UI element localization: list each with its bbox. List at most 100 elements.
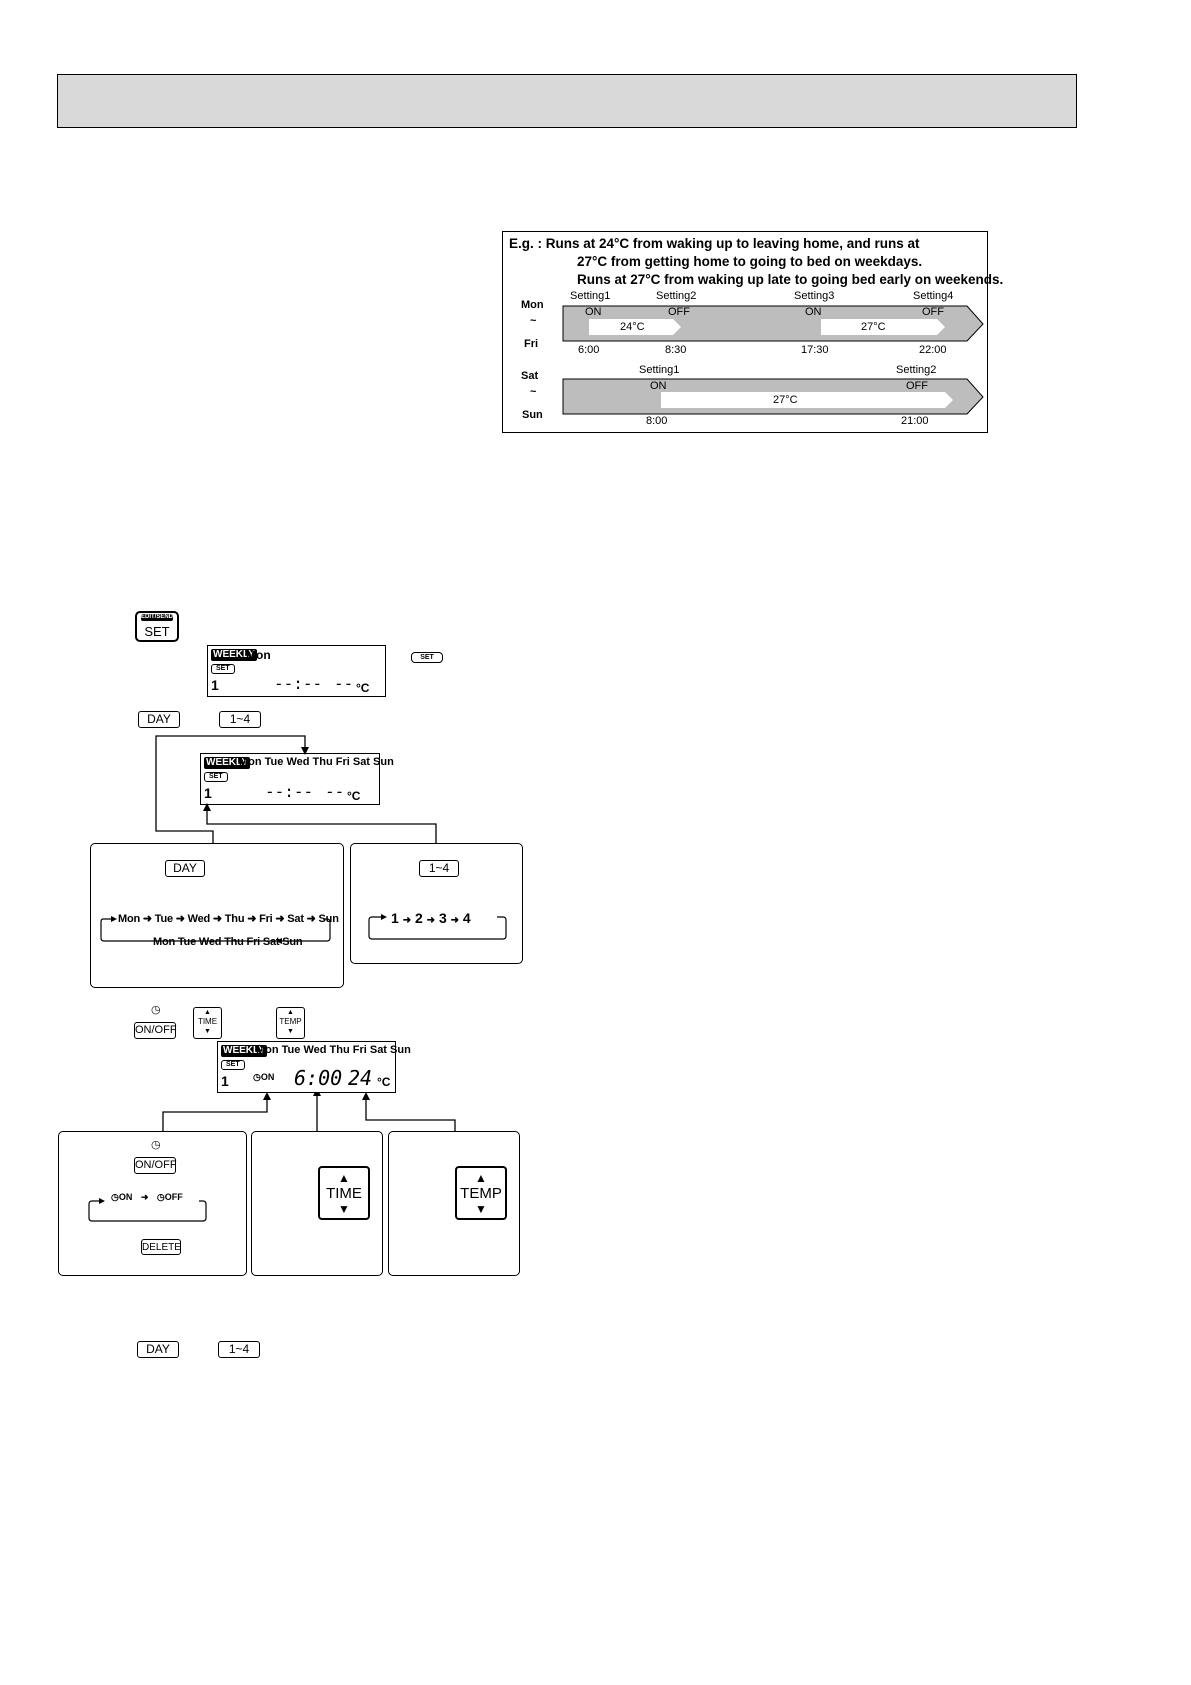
edit-send-label: EDIT/SEND xyxy=(141,614,174,621)
onoff-sequence: ◷ON ➜ ◷OFF xyxy=(111,1192,183,1202)
range-button-panel[interactable]: 1~4 xyxy=(419,860,459,877)
time-panel: ▲ TIME ▼ xyxy=(251,1131,383,1276)
weekday-temp-2: 27°C xyxy=(861,321,886,333)
temp-label: TEMP xyxy=(279,1017,302,1026)
weekday-state-2: OFF xyxy=(668,306,690,318)
day-selection-panel: DAY Mon ➜ Tue ➜ Wed ➜ Thu ➜ Fri ➜ Sat ➜ … xyxy=(90,843,344,988)
lcd-temp: 24 xyxy=(348,1066,373,1090)
onoff-button[interactable]: ON/OFF xyxy=(134,1022,177,1039)
lcd-unit: °C xyxy=(356,681,370,695)
lcd-unit: °C xyxy=(347,789,361,803)
number-selection-panel: 1~4 1 ➜ 2 ➜ 3 ➜ 4 xyxy=(350,843,523,964)
day-button[interactable]: DAY xyxy=(138,711,180,728)
onoff-cycle-loop xyxy=(88,1198,207,1222)
weekend-from: Sat xyxy=(521,370,539,382)
day-sequence: Mon ➜ Tue ➜ Wed ➜ Thu ➜ Fri ➜ Sat ➜ Sun xyxy=(118,913,339,925)
lcd-temp: -- xyxy=(325,782,345,801)
lcd-setting-number: 1 xyxy=(211,677,219,693)
down-arrow-icon: ▼ xyxy=(287,1028,294,1035)
lcd-days: Mon Tue Wed Thu Fri Sat Sun xyxy=(239,756,394,768)
day-cycle-loop xyxy=(100,916,331,944)
down-arrow-icon: ▼ xyxy=(204,1028,211,1035)
weekend-temp: 27°C xyxy=(773,394,798,406)
section-header-bar xyxy=(57,74,1077,128)
weekend-time-1: 8:00 xyxy=(646,415,668,427)
lcd-day: Mon xyxy=(246,648,271,662)
day-button-2[interactable]: DAY xyxy=(137,1341,179,1358)
timer-off: OFF xyxy=(164,1192,183,1202)
lcd-time: 6:00 xyxy=(294,1066,343,1090)
weekday-tilde: ~ xyxy=(530,315,537,327)
set-button[interactable]: EDIT/SEND SET xyxy=(135,611,179,642)
lcd-display-1: WEEKLY Mon SET 1 --:-- -- °C xyxy=(207,645,386,697)
timer-icon: ◷ xyxy=(151,1004,161,1016)
seq-tue: Tue xyxy=(154,913,173,925)
weekday-setting-4: Setting4 xyxy=(913,290,954,302)
weekday-from: Mon xyxy=(521,299,544,311)
weekday-setting-1: Setting1 xyxy=(570,290,611,302)
weekend-tilde: ~ xyxy=(530,386,537,398)
lcd-timer-on: ◷ON xyxy=(253,1072,275,1082)
set-label: SET xyxy=(144,624,170,639)
lcd-setting-number: 1 xyxy=(221,1073,229,1089)
seq-4: 4 xyxy=(462,910,471,926)
delete-button[interactable]: DELETE xyxy=(141,1239,181,1255)
weekday-time-1: 6:00 xyxy=(578,344,600,356)
seq-2: 2 xyxy=(414,910,423,926)
lcd-unit: °C xyxy=(377,1075,391,1089)
seq-3: 3 xyxy=(438,910,447,926)
weekend-setting-1: Setting1 xyxy=(639,364,680,376)
up-arrow-icon: ▲ xyxy=(204,1009,211,1016)
lcd-display-3: WEEKLY Mon Tue Wed Thu Fri Sat Sun SET 1… xyxy=(217,1041,411,1093)
weekday-time-2: 8:30 xyxy=(665,344,687,356)
set-button-small[interactable]: SET xyxy=(411,652,443,663)
weekend-to: Sun xyxy=(522,409,543,421)
example-line-3: Runs at 27°C from waking up late to goin… xyxy=(577,272,1004,287)
temp-button-large[interactable]: ▲ TEMP ▼ xyxy=(455,1166,507,1220)
lcd-setting-number: 1 xyxy=(204,785,212,801)
weekday-setting-3: Setting3 xyxy=(794,290,835,302)
example-line-2: 27°C from getting home to going to bed o… xyxy=(577,254,923,269)
lcd-time: --:-- xyxy=(274,674,323,693)
temp-panel: ▲ TEMP ▼ xyxy=(388,1131,520,1276)
weekday-state-3: ON xyxy=(805,306,822,318)
time-label: TIME xyxy=(197,1017,218,1026)
all-days: Mon Tue Wed Thu Fri Sat Sun xyxy=(153,936,303,948)
weekend-state-2: OFF xyxy=(906,380,928,392)
range-button-2[interactable]: 1~4 xyxy=(218,1341,260,1358)
temp-label: TEMP xyxy=(460,1185,502,1202)
time-button-large[interactable]: ▲ TIME ▼ xyxy=(318,1166,370,1220)
number-cycle-loop xyxy=(368,914,507,940)
weekend-timeline xyxy=(562,378,984,415)
weekday-temp-1: 24°C xyxy=(620,321,645,333)
range-button[interactable]: 1~4 xyxy=(219,711,261,728)
weekend-time-2: 21:00 xyxy=(901,415,929,427)
seq-wed: Wed xyxy=(187,913,211,925)
weekly-indicator: WEEKLY xyxy=(211,649,257,661)
weekend-setting-2: Setting2 xyxy=(896,364,937,376)
weekday-time-4: 22:00 xyxy=(919,344,947,356)
number-sequence: 1 ➜ 2 ➜ 3 ➜ 4 xyxy=(391,910,471,926)
weekday-time-3: 17:30 xyxy=(801,344,829,356)
seq-fri: Fri xyxy=(259,913,273,925)
weekend-state-1: ON xyxy=(650,380,667,392)
time-button-small[interactable]: ▲ TIME ▼ xyxy=(193,1007,222,1039)
weekly-indicator: WEEKLY xyxy=(204,757,250,769)
down-arrow-icon: ▼ xyxy=(338,1202,350,1216)
weekday-setting-2: Setting2 xyxy=(656,290,697,302)
seq-thu: Thu xyxy=(224,913,245,925)
onoff-button-panel[interactable]: ON/OFF xyxy=(134,1157,177,1174)
up-arrow-icon: ▲ xyxy=(287,1009,294,1016)
down-arrow-icon: ▼ xyxy=(475,1202,487,1216)
day-button-panel[interactable]: DAY xyxy=(165,860,205,877)
weekly-indicator: WEEKLY xyxy=(221,1045,267,1057)
up-arrow-icon: ▲ xyxy=(475,1171,487,1185)
lcd-time: --:-- xyxy=(265,782,314,801)
temp-button-small[interactable]: ▲ TEMP ▼ xyxy=(276,1007,305,1039)
weekday-timeline xyxy=(562,305,984,342)
lcd-temp: -- xyxy=(334,674,354,693)
lcd-set-indicator: SET xyxy=(221,1060,245,1070)
lcd-set-indicator: SET xyxy=(204,772,228,782)
example-line-1: E.g. : Runs at 24°C from waking up to le… xyxy=(509,236,920,251)
